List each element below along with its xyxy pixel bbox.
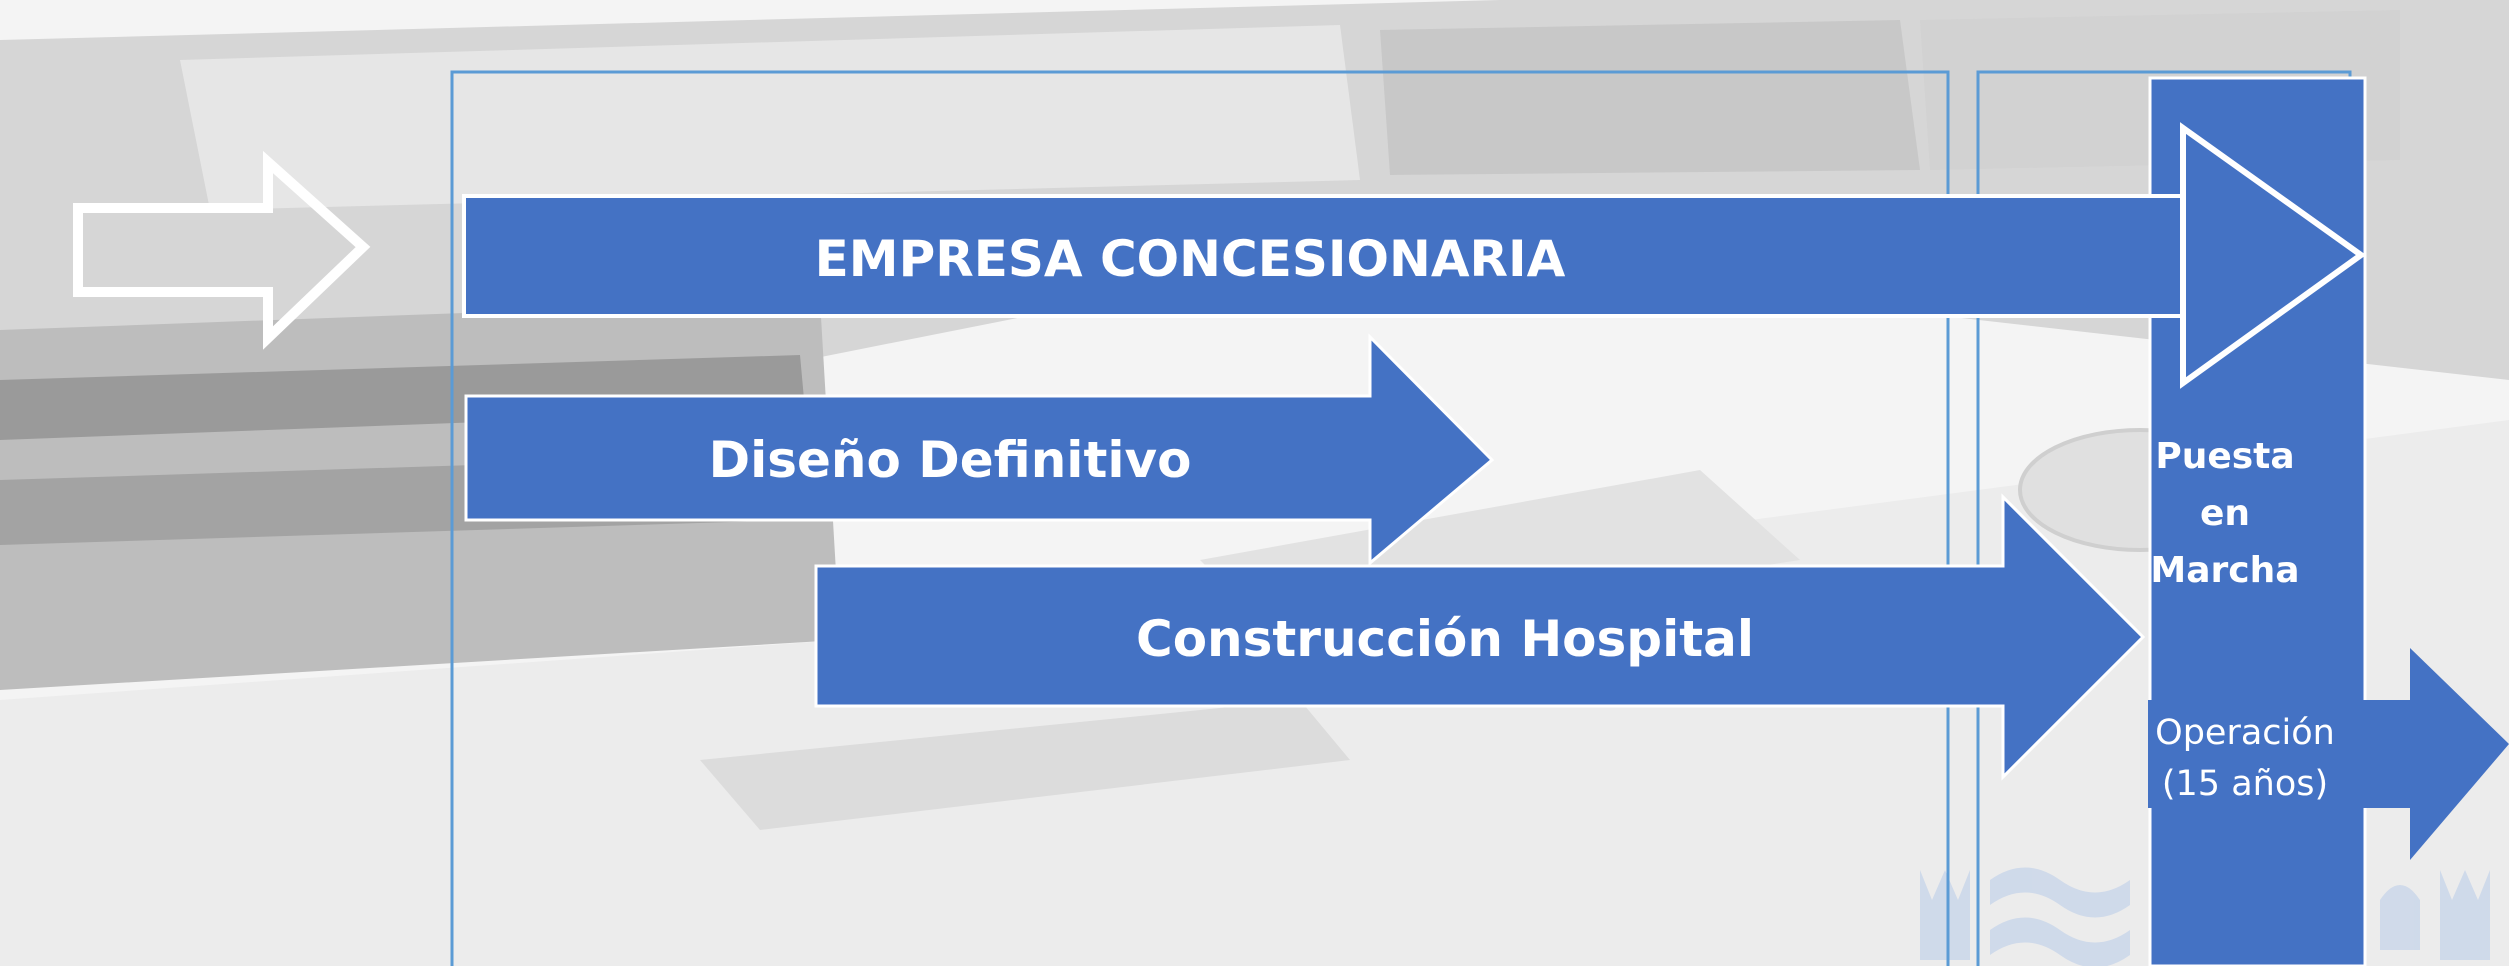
empresa-bar bbox=[462, 194, 2186, 318]
construccion-hospital-label: Construcción Hospital bbox=[1136, 610, 1754, 668]
empresa-concesionaria-label: EMPRESA CONCESIONARIA bbox=[814, 230, 1566, 288]
operacion-arrow bbox=[2148, 648, 2509, 860]
empresa-arrow-head bbox=[2180, 122, 2367, 389]
puesta-en-marcha-label: Puesta en Marcha bbox=[2150, 436, 2300, 591]
construccion-arrow bbox=[814, 493, 2146, 781]
start-arrow-icon bbox=[73, 150, 371, 350]
diseno-definitivo-label: Diseño Definitivo bbox=[708, 431, 1192, 489]
diseno-arrow bbox=[464, 333, 1495, 567]
phase-frame-main bbox=[450, 70, 1950, 966]
operacion-label: Operación (15 años) bbox=[2155, 713, 2335, 804]
